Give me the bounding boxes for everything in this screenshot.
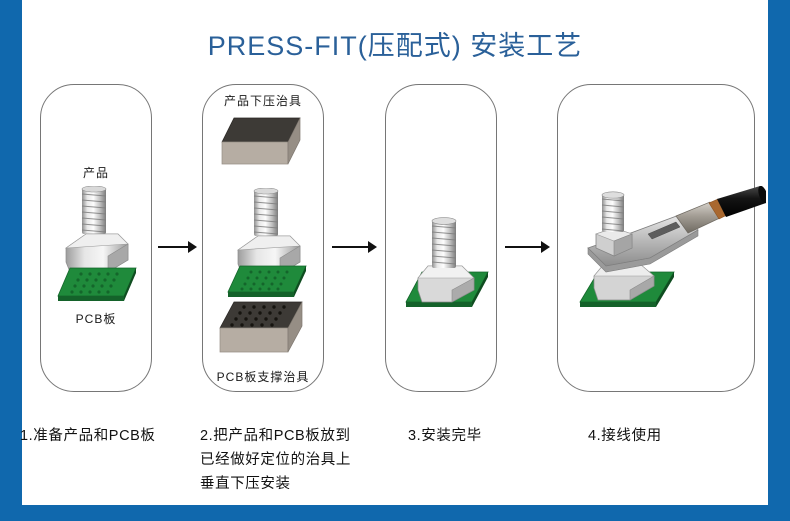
arrow-shaft [505, 246, 543, 248]
pcb-board-illustration-1 [57, 267, 137, 301]
arrow-right-icon-1 [158, 241, 198, 253]
pcb-board-illustration-2 [227, 265, 307, 297]
arrow-right-icon-2 [332, 241, 378, 253]
step-caption-2: 2.把产品和PCB板放到 已经做好定位的治具上 垂直下压安装 [200, 428, 351, 492]
product-stud-illustration-2 [236, 188, 301, 287]
arrow-shaft [158, 246, 190, 248]
page-title: PRESS-FIT(压配式) 安装工艺 [207, 31, 583, 61]
wired-terminal-illustration [579, 186, 766, 307]
arrow-head [188, 241, 197, 253]
arrow-head [541, 241, 550, 253]
arrow-head [368, 241, 377, 253]
press-fixture-block [221, 117, 301, 165]
panel-1-bottom-label: PCB板 [75, 312, 117, 326]
step-caption-1: 1.准备产品和PCB板 [20, 428, 156, 444]
panel-2-bottom-label: PCB板支撑治具 [216, 370, 310, 384]
panel-1-top-label: 产品 [82, 166, 109, 180]
assembled-stud-illustration [405, 217, 489, 307]
panel-2-top-label: 产品下压治具 [223, 94, 302, 108]
step-caption-4: 4.接线使用 [588, 428, 662, 444]
support-fixture-block [219, 301, 303, 353]
step-caption-3: 3.安装完毕 [408, 428, 482, 444]
arrow-shaft [332, 246, 370, 248]
arrow-right-icon-3 [505, 241, 551, 253]
